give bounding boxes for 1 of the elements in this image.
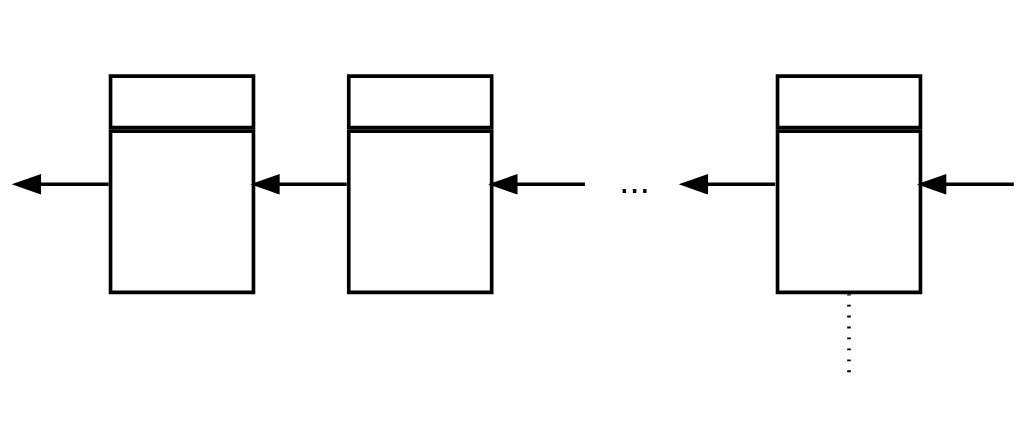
node-text: ... [619,159,650,201]
